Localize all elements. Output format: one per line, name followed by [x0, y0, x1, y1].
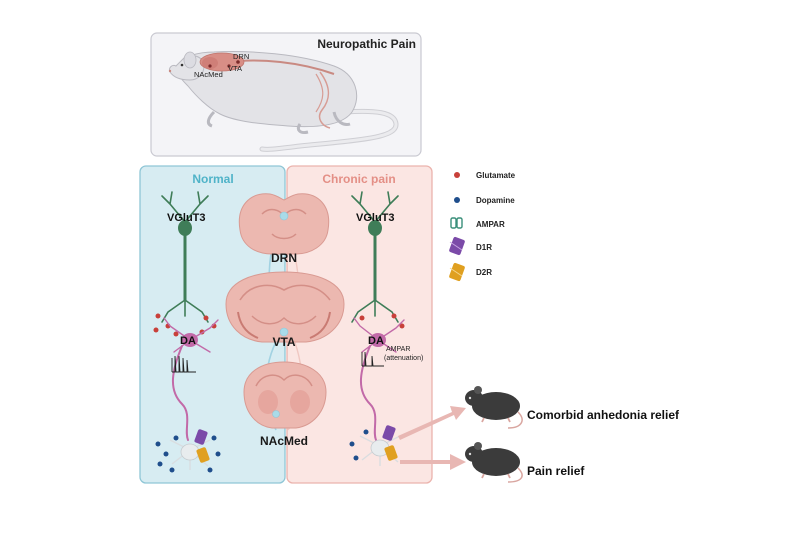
legend-item-d2r: D2R — [449, 262, 492, 282]
chronic-firing-trace — [361, 351, 384, 367]
chronic-dopamine-dots — [349, 429, 369, 461]
normal-d2r-icon — [196, 447, 210, 463]
chronic-vglut3-neuron — [351, 191, 399, 323]
chronic-pain-panel-title: Chronic pain — [322, 172, 395, 186]
legend-label-glutamate: Glutamate — [476, 171, 516, 180]
pain-relief-label: Pain relief — [527, 464, 585, 478]
chronic-d1r-icon — [382, 425, 396, 441]
brain-drn-label: DRN — [271, 251, 297, 265]
pain-relief-arrow — [400, 454, 466, 470]
chronic-ampar-attenuation-note: (attenuation) — [384, 355, 423, 362]
normal-vglut3-neuron — [161, 191, 209, 323]
normal-dopamine-dots — [155, 435, 221, 473]
legend-label-d2r: D2R — [476, 268, 492, 277]
d1r-receptor-icon — [449, 236, 465, 256]
vta-brain-slice — [225, 271, 345, 343]
normal-panel-title: Normal — [192, 172, 233, 186]
chronic-d2r-icon — [384, 445, 398, 461]
normal-da-label: DA — [180, 335, 196, 347]
rat-illustration — [168, 51, 399, 152]
brain-vta-label: VTA — [272, 335, 295, 349]
outcome-arrows — [398, 406, 466, 470]
rat-vta-label: VTA — [228, 64, 242, 73]
legend-item-dopamine: Dopamine — [454, 196, 515, 205]
chronic-nac-neuron — [359, 425, 401, 466]
normal-nac-neuron — [169, 429, 211, 470]
legend-label-d1r: D1R — [476, 243, 492, 252]
rat-drn-label: DRN — [233, 52, 249, 61]
ampar-receptor-icon — [450, 217, 463, 229]
rat-nacmed-label: NAcMed — [194, 70, 223, 79]
chronic-glutamate-dots — [359, 313, 405, 329]
dopamine-dot-icon — [454, 197, 460, 203]
chronic-vglut3-label: VGluT3 — [356, 212, 395, 224]
normal-d1r-icon — [194, 429, 208, 445]
normal-vglut3-label: VGluT3 — [167, 212, 206, 224]
chronic-da-label: DA — [368, 335, 384, 347]
legend-item-ampar: AMPAR — [450, 217, 505, 229]
mouse-pain-relief-icon — [465, 442, 523, 483]
neuropathic-pain-panel: Neuropathic Pain — [150, 32, 422, 157]
nacmed-brain-slice — [243, 361, 327, 429]
chronic-ampar-note: AMPAR — [386, 346, 410, 353]
legend-item-glutamate: Glutamate — [454, 171, 516, 180]
legend-item-d1r: D1R — [449, 236, 492, 256]
legend-label-ampar: AMPAR — [476, 220, 505, 229]
brain-nacmed-label: NAcMed — [260, 434, 308, 448]
drn-brain-slice — [238, 193, 330, 255]
anhedonia-relief-label: Comorbid anhedonia relief — [527, 408, 680, 422]
neuropathic-pain-title: Neuropathic Pain — [317, 37, 416, 51]
legend: Glutamate Dopamine AMPAR D1R D2R — [449, 171, 516, 282]
mouse-anhedonia-icon — [465, 386, 523, 429]
anhedonia-arrow — [398, 406, 466, 440]
legend-label-dopamine: Dopamine — [476, 196, 515, 205]
normal-firing-trace — [171, 355, 196, 373]
chronic-da-neuron — [353, 317, 405, 441]
glutamate-dot-icon — [454, 172, 460, 178]
d2r-receptor-icon — [449, 262, 465, 282]
brain-sections: DRN VTA NAcMed — [225, 193, 345, 448]
